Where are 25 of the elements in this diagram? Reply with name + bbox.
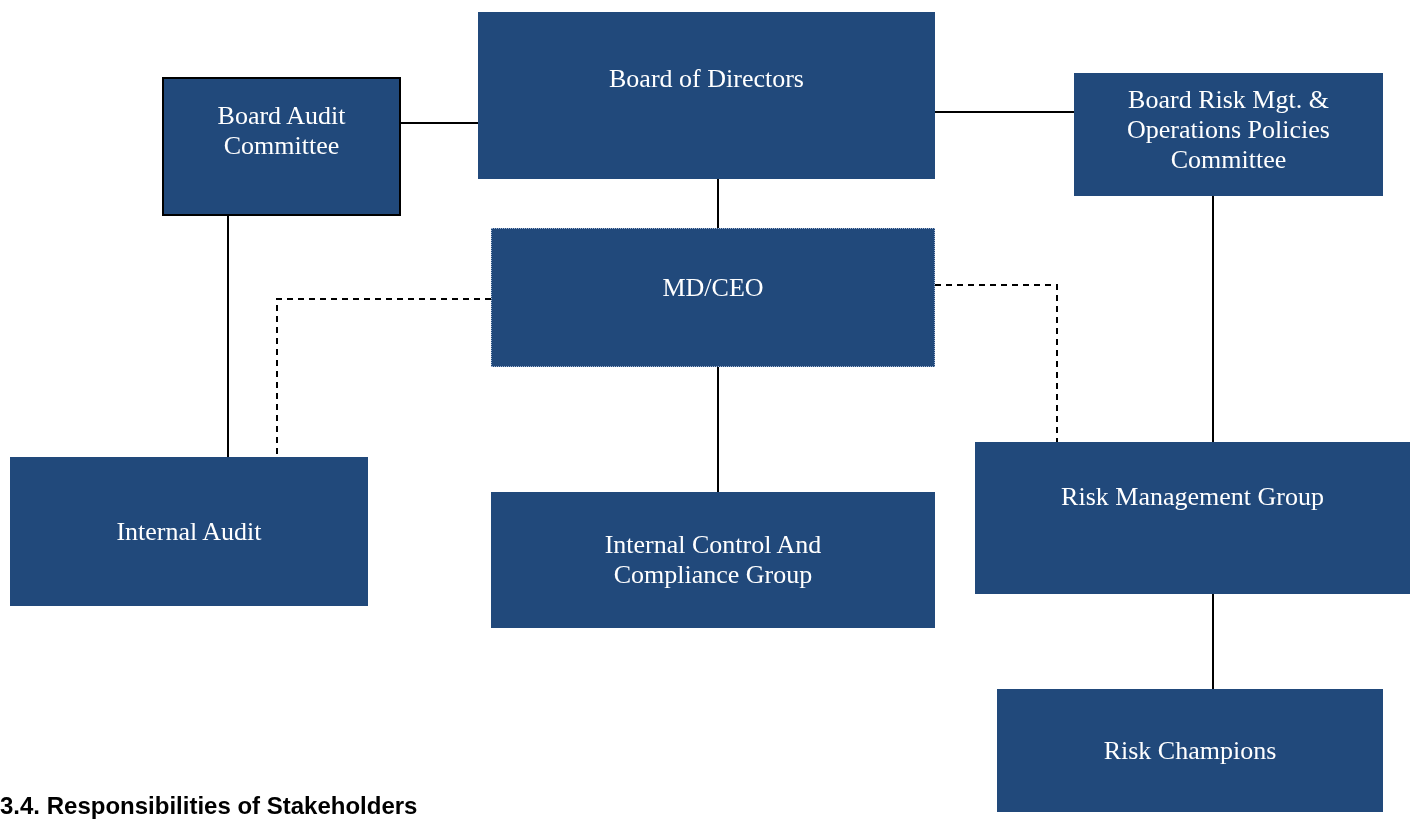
org-box	[975, 442, 1410, 594]
box-label: Board Audit Committee	[216, 101, 347, 161]
connector-line	[1212, 593, 1214, 690]
section-heading: 3.4. Responsibilities of Stakeholders	[0, 791, 418, 819]
connector-line	[934, 111, 1075, 113]
box-label: Risk Management Group	[1060, 482, 1325, 512]
box-label: Board of Directors	[608, 64, 805, 94]
org-box	[491, 228, 935, 367]
box-label: Internal Control And Compliance Group	[603, 530, 823, 590]
box-label: Board Risk Mgt. & Operations Policies Committee	[1126, 85, 1331, 175]
connector-line	[717, 178, 719, 229]
org-box	[1074, 73, 1383, 196]
org-box	[491, 492, 935, 628]
connector-line	[227, 215, 229, 458]
org-box	[10, 457, 368, 606]
org-box	[478, 12, 935, 179]
org-box	[997, 689, 1383, 812]
connector-line	[400, 122, 479, 124]
box-label: MD/CEO	[661, 273, 765, 303]
box-label: Risk Champions	[1102, 735, 1278, 766]
box-label: Internal Audit	[115, 516, 263, 547]
connector-line	[717, 366, 719, 493]
connector-line	[1212, 195, 1214, 443]
dashed-connector	[934, 284, 1058, 443]
org-box	[162, 77, 401, 216]
